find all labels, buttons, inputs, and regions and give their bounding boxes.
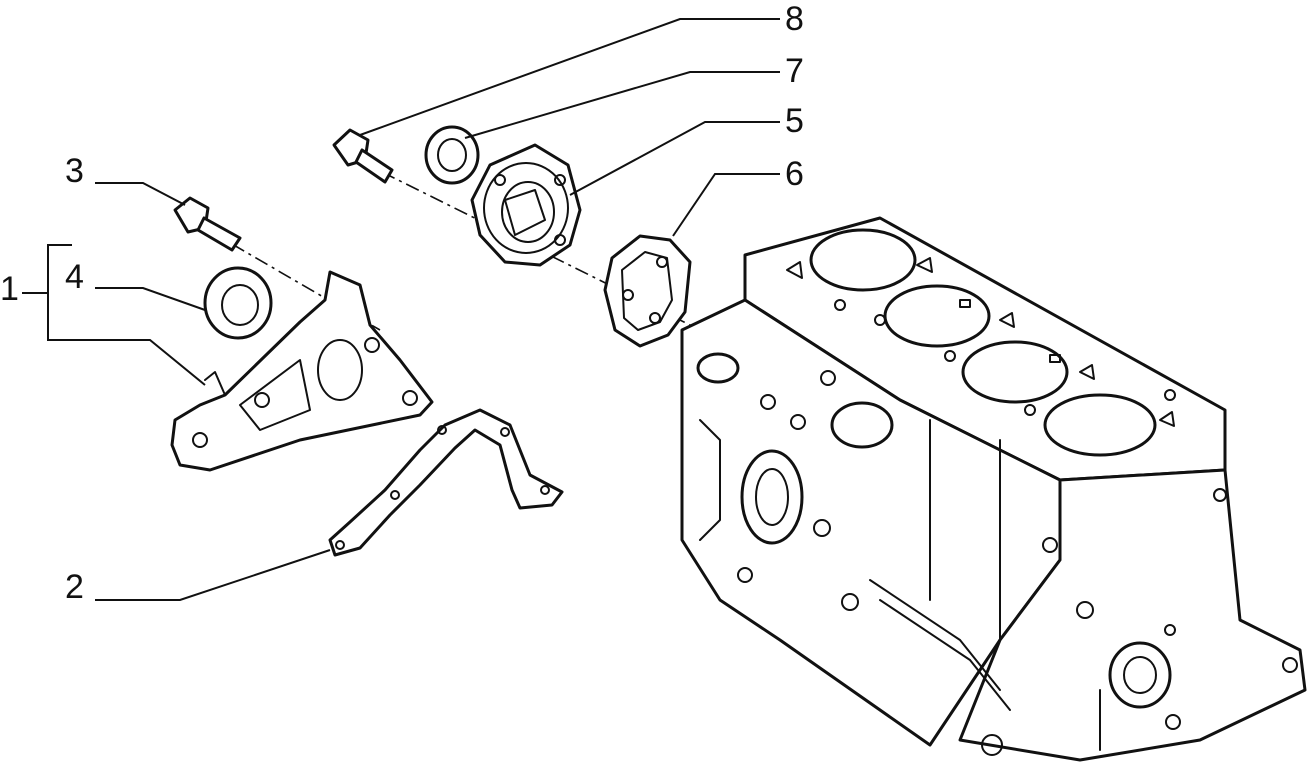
engine-block (680, 216, 1307, 762)
part-7-oil-seal (424, 125, 480, 185)
part-1-front-cover (170, 270, 434, 472)
callout-1: 1 (0, 270, 19, 308)
axis-right (381, 171, 701, 331)
callout-2: 2 (65, 568, 84, 606)
callout-4: 4 (65, 258, 84, 296)
leader-5 (569, 121, 780, 196)
part-3-bolt (173, 196, 242, 252)
callout-5: 5 (785, 102, 804, 140)
callout-7: 7 (785, 52, 804, 90)
callout-6: 6 (785, 155, 804, 193)
leader-6 (672, 173, 780, 237)
leader-2 (95, 549, 331, 601)
rear-main-seal-bore (1108, 641, 1172, 709)
oil-pump-housing (740, 449, 804, 545)
part-5-seal-carrier (470, 143, 582, 267)
callout-8: 8 (785, 0, 804, 38)
cylinder-bore-3 (961, 340, 1069, 404)
leader-1 (48, 339, 206, 386)
water-pump-port (696, 352, 740, 384)
cylinder-bore-1 (809, 228, 917, 292)
leader-3 (95, 182, 186, 206)
leader-4 (95, 287, 206, 311)
part-6-gasket (603, 234, 692, 348)
part-2-gasket (328, 408, 564, 557)
leader-7 (464, 71, 780, 139)
part-4-oil-seal (203, 266, 273, 340)
callout-3: 3 (65, 152, 84, 190)
front-boss (830, 401, 894, 449)
cylinder-bore-2 (883, 284, 991, 348)
leader-8 (359, 18, 780, 136)
part-8-bolt (332, 128, 394, 184)
cylinder-bore-4 (1043, 393, 1157, 457)
